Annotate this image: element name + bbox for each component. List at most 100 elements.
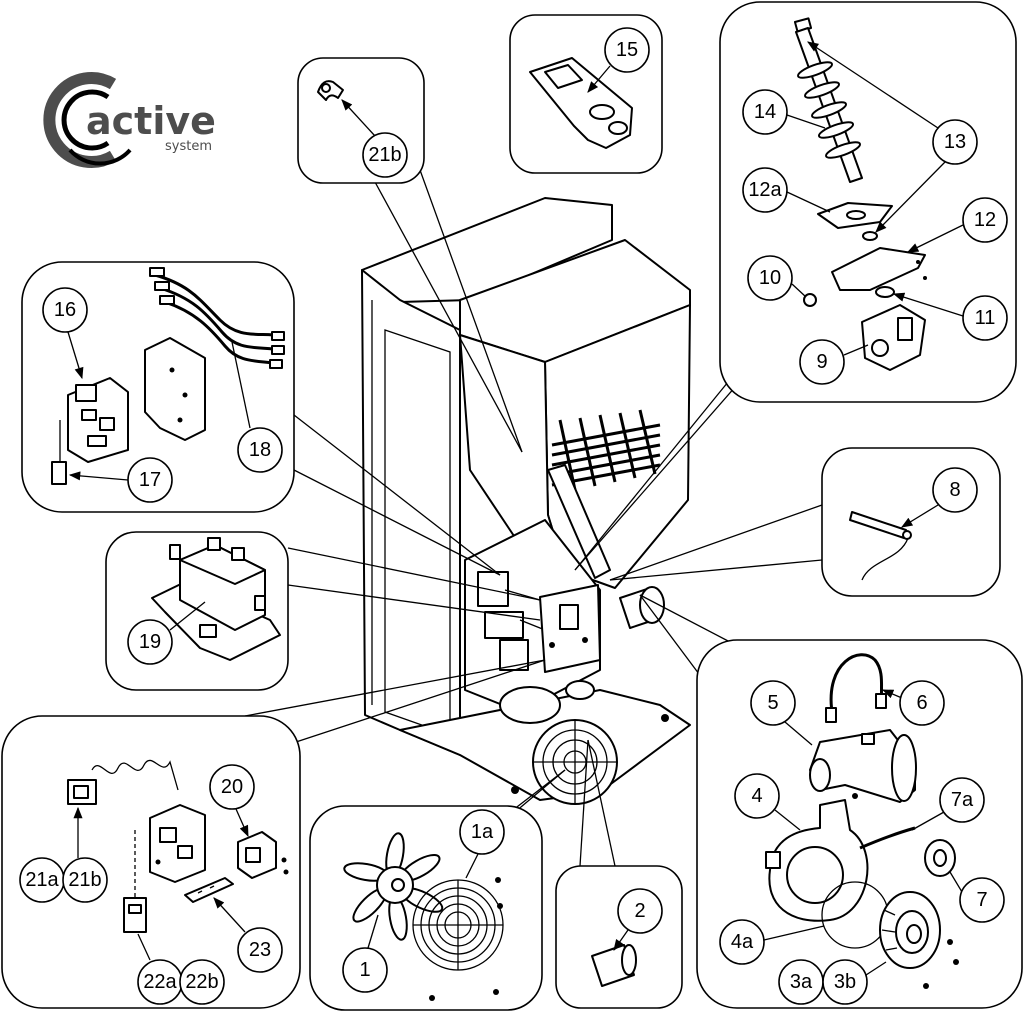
screw [493, 989, 499, 995]
callout-21b: 21b [62, 857, 108, 903]
callout-5: 5 [750, 680, 796, 726]
terminal-strip-part [184, 877, 234, 903]
callout-23: 23 [237, 927, 283, 973]
callout-label: 14 [754, 101, 776, 123]
callout-22a: 22a [137, 959, 183, 1005]
exhaust-elbow-part [809, 729, 917, 803]
callout-1a: 1a [459, 809, 505, 855]
coiled-cable-part [67, 759, 179, 805]
callout-22b: 22b [179, 959, 225, 1005]
screw [429, 995, 435, 1001]
callout-label: 7a [951, 789, 974, 811]
callout-13: 13 [932, 119, 978, 165]
callout-label: 10 [759, 267, 781, 289]
panel-switch: 19 [105, 531, 289, 691]
silicone-tube-part [859, 826, 916, 850]
callout-label: 18 [249, 439, 271, 461]
callout-label: 20 [221, 776, 243, 798]
panel-fan: 1a 1 [309, 805, 543, 1011]
screw [497, 903, 503, 909]
callout-label: 3a [790, 971, 813, 993]
callout-4: 4 [734, 773, 780, 819]
fuse-part [51, 461, 67, 485]
display-module-part [123, 897, 147, 933]
pressure-switch-part [924, 839, 956, 877]
callout-label: 12 [974, 209, 996, 231]
callout-label: 16 [54, 299, 76, 321]
bushing-part [591, 944, 637, 987]
nut-part [803, 293, 817, 307]
bay-components [477, 571, 546, 671]
callout-label: 22b [185, 971, 218, 993]
logo-subtitle: system [165, 139, 212, 154]
coupling-part [875, 286, 895, 298]
mounting-plate-part [831, 247, 927, 291]
callout-21b: 21b [362, 132, 408, 178]
callout-14: 14 [742, 89, 788, 135]
callout-7: 7 [959, 877, 1005, 923]
clip-part [317, 80, 344, 101]
callout-label: 11 [975, 307, 996, 329]
callout-2: 2 [617, 888, 663, 934]
callout-label: 2 [634, 900, 645, 922]
logo-swirl-tail [68, 148, 132, 166]
callout-label: 15 [616, 39, 638, 61]
callout-label: 9 [816, 351, 827, 373]
callout-3b: 3b [822, 959, 868, 1005]
panel-feed: 14 13 12a 12 10 11 9 [719, 1, 1017, 403]
control-board-part [149, 804, 206, 883]
panel-controls: 20 21a 21b 22a 22b 23 [1, 715, 301, 1009]
callout-10: 10 [747, 255, 793, 301]
screw [283, 869, 289, 875]
callout-label: 8 [949, 479, 960, 501]
leader-wedges [244, 169, 823, 867]
bushing-ring-part [862, 231, 878, 241]
control-board-on-stove [539, 584, 601, 673]
panel-remote: 15 [509, 14, 663, 174]
callout-18: 18 [237, 427, 283, 473]
screw [495, 877, 501, 883]
panel-electronics: 16 18 17 [21, 261, 295, 513]
pressure-hose-part [825, 653, 887, 723]
callout-11: 11 [962, 295, 1008, 341]
callout-label: 23 [249, 939, 271, 961]
callout-1: 1 [342, 947, 388, 993]
callout-label: 1 [359, 959, 370, 981]
remote-control-part [529, 57, 633, 149]
hopper-grid [551, 409, 661, 491]
callout-12a: 12a [742, 167, 788, 213]
callout-9: 9 [799, 339, 845, 385]
callout-3a: 3a [778, 959, 824, 1005]
fan-housing-part [765, 793, 869, 922]
fan-grill-part [412, 879, 504, 971]
callout-label: 13 [944, 131, 966, 153]
cable-harness-part [149, 267, 285, 369]
switch-box-part [169, 537, 266, 631]
callout-label: 12a [748, 179, 782, 201]
logo-wordmark: active [86, 99, 216, 143]
screw [281, 857, 287, 863]
stove-foot [661, 714, 669, 722]
callout-label: 19 [139, 631, 161, 653]
stove-body [361, 197, 691, 805]
callout-label: 21b [68, 869, 101, 891]
fan-impeller-part [343, 832, 444, 941]
callout-17: 17 [127, 457, 173, 503]
panel-bushing: 2 [555, 865, 683, 1009]
callout-7a: 7a [939, 777, 985, 823]
gasket-part [817, 202, 893, 229]
callout-label: 21a [25, 869, 59, 891]
panel-sensor: 8 [821, 447, 1001, 597]
callout-label: 6 [916, 692, 927, 714]
callout-label: 7 [976, 889, 987, 911]
callout-6: 6 [899, 680, 945, 726]
gear-motor-part [861, 304, 926, 371]
callout-16: 16 [42, 287, 88, 333]
logo-swirl-inner [61, 89, 110, 151]
callout-label: 4 [751, 785, 762, 807]
screw [953, 959, 959, 965]
stove-foot [511, 786, 519, 794]
callout-15: 15 [604, 27, 650, 73]
callout-8: 8 [932, 467, 978, 513]
